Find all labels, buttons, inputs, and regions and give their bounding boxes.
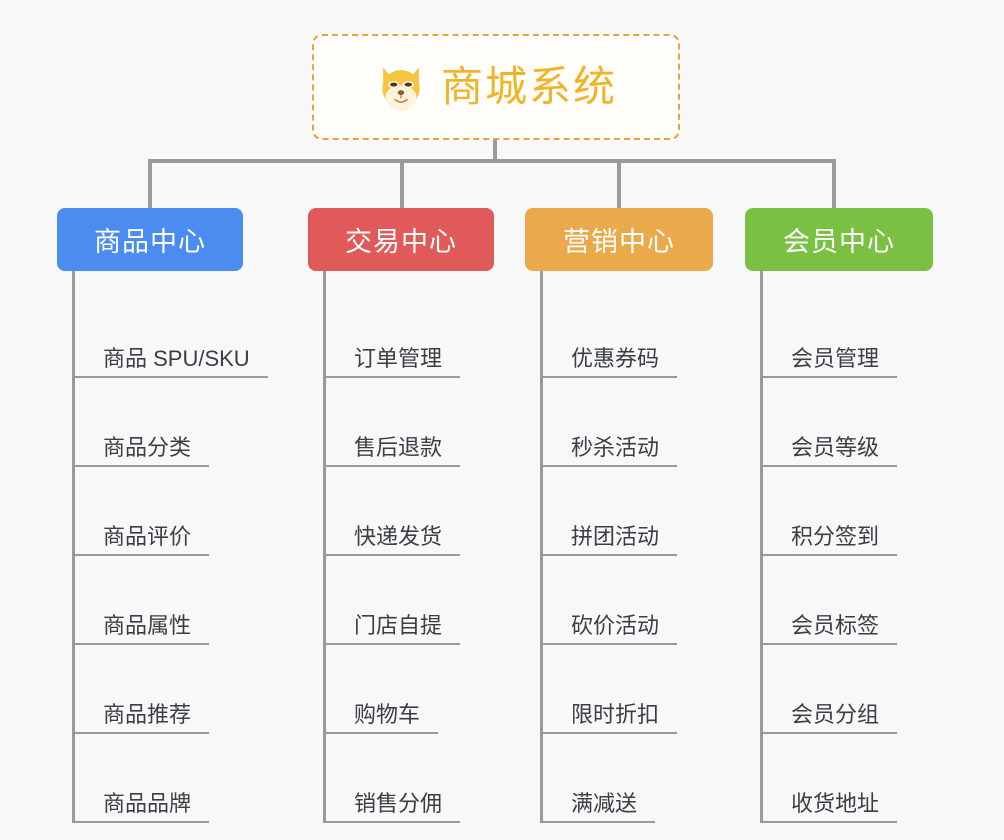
leaf-label: 满减送 [543,793,656,823]
category-header-1-label: 商品中心 [94,227,206,257]
list-item[interactable]: 商品 SPU/SKU [75,289,268,378]
category-header-2[interactable]: 交易中心 [308,208,494,271]
leaf-label: 积分签到 [763,526,898,556]
leaf-label: 订单管理 [326,348,461,378]
branch-column-3: 营销中心 优惠券码 秒杀活动 拼团活动 砍价活动 限时折扣 满减送 [525,208,713,823]
list-item[interactable]: 商品分类 [75,378,243,467]
connector-drop-4 [832,161,836,210]
list-item[interactable]: 秒杀活动 [543,378,713,467]
list-item[interactable]: 售后退款 [326,378,494,467]
list-item[interactable]: 会员标签 [763,556,933,645]
leaf-list-3: 优惠券码 秒杀活动 拼团活动 砍价活动 限时折扣 满减送 [540,271,713,823]
leaf-label: 门店自提 [326,615,461,645]
leaf-label: 会员等级 [763,437,898,467]
list-item[interactable]: 砍价活动 [543,556,713,645]
leaf-label: 会员管理 [763,348,898,378]
list-item[interactable]: 满减送 [543,734,713,823]
list-item[interactable]: 购物车 [326,645,494,734]
list-item[interactable]: 商品推荐 [75,645,243,734]
list-item[interactable]: 订单管理 [326,289,494,378]
list-item[interactable]: 会员等级 [763,378,933,467]
list-item[interactable]: 收货地址 [763,734,933,823]
category-header-4[interactable]: 会员中心 [745,208,933,271]
category-header-2-label: 交易中心 [345,227,457,257]
leaf-label: 商品属性 [75,615,210,645]
connector-bus [148,159,836,163]
leaf-label: 优惠券码 [543,348,678,378]
list-item[interactable]: 门店自提 [326,556,494,645]
list-item[interactable]: 积分签到 [763,467,933,556]
branch-column-1: 商品中心 商品 SPU/SKU 商品分类 商品评价 商品属性 商品推荐 商品品牌 [57,208,268,823]
list-item[interactable]: 快递发货 [326,467,494,556]
list-item[interactable]: 会员分组 [763,645,933,734]
leaf-list-2: 订单管理 售后退款 快递发货 门店自提 购物车 销售分佣 [323,271,494,823]
connector-drop-2 [400,161,404,210]
leaf-label: 快递发货 [326,526,461,556]
list-item[interactable]: 优惠券码 [543,289,713,378]
list-item[interactable]: 限时折扣 [543,645,713,734]
leaf-label: 商品推荐 [75,704,210,734]
leaf-label: 限时折扣 [543,704,678,734]
branch-column-2: 交易中心 订单管理 售后退款 快递发货 门店自提 购物车 销售分佣 [308,208,494,823]
leaf-label: 商品分类 [75,437,210,467]
leaf-label: 商品品牌 [75,793,210,823]
connector-drop-3 [617,161,621,210]
leaf-list-4: 会员管理 会员等级 积分签到 会员标签 会员分组 收货地址 [760,271,933,823]
list-item[interactable]: 商品品牌 [75,734,243,823]
leaf-label: 会员标签 [763,615,898,645]
leaf-label: 售后退款 [326,437,461,467]
root-title: 商城系统 [440,63,617,110]
leaf-label: 商品 SPU/SKU [75,348,268,378]
leaf-list-1: 商品 SPU/SKU 商品分类 商品评价 商品属性 商品推荐 商品品牌 [72,271,268,823]
category-header-4-label: 会员中心 [783,227,895,257]
leaf-label: 秒杀活动 [543,437,678,467]
leaf-label: 会员分组 [763,704,898,734]
branch-column-4: 会员中心 会员管理 会员等级 积分签到 会员标签 会员分组 收货地址 [745,208,933,823]
list-item[interactable]: 商品评价 [75,467,243,556]
leaf-label: 销售分佣 [326,793,461,823]
connector-drop-1 [148,161,152,210]
category-header-3-label: 营销中心 [563,227,675,257]
leaf-label: 拼团活动 [543,526,678,556]
leaf-label: 收货地址 [763,793,898,823]
list-item[interactable]: 销售分佣 [326,734,494,823]
root-node[interactable]: 商城系统 [312,34,680,140]
leaf-label: 砍价活动 [543,615,678,645]
list-item[interactable]: 拼团活动 [543,467,713,556]
connector-stem [493,140,497,162]
leaf-label: 购物车 [326,704,439,734]
list-item[interactable]: 会员管理 [763,289,933,378]
list-item[interactable]: 商品属性 [75,556,243,645]
dog-face-icon [375,61,427,113]
category-header-1[interactable]: 商品中心 [57,208,243,271]
leaf-label: 商品评价 [75,526,210,556]
category-header-3[interactable]: 营销中心 [525,208,713,271]
